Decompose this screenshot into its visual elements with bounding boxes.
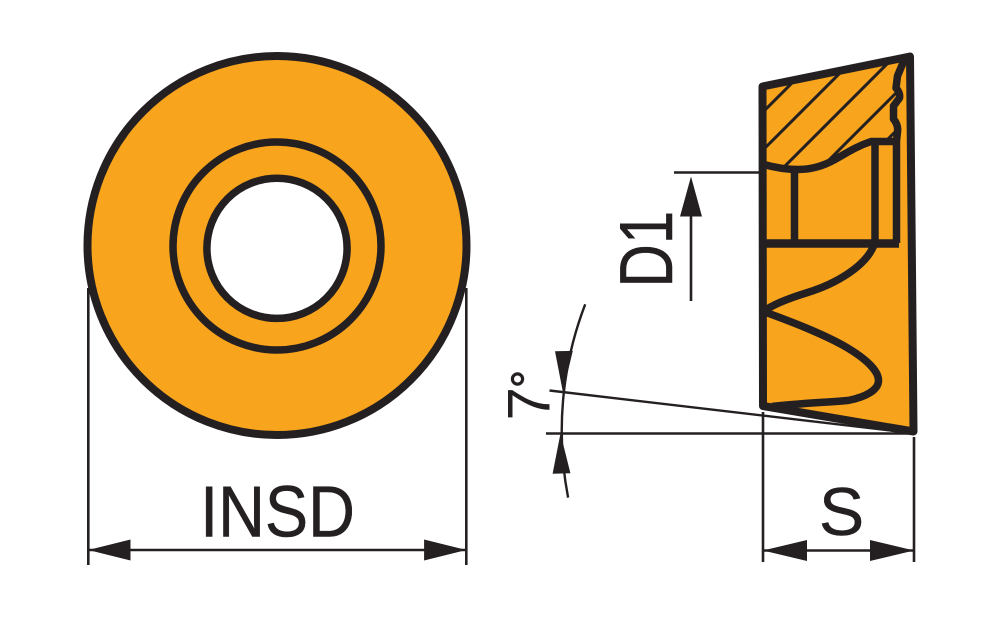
svg-text:D1: D1 — [606, 211, 689, 288]
svg-text:7: 7 — [496, 387, 563, 420]
svg-text:INSD: INSD — [200, 471, 355, 552]
svg-text:S: S — [819, 474, 864, 550]
